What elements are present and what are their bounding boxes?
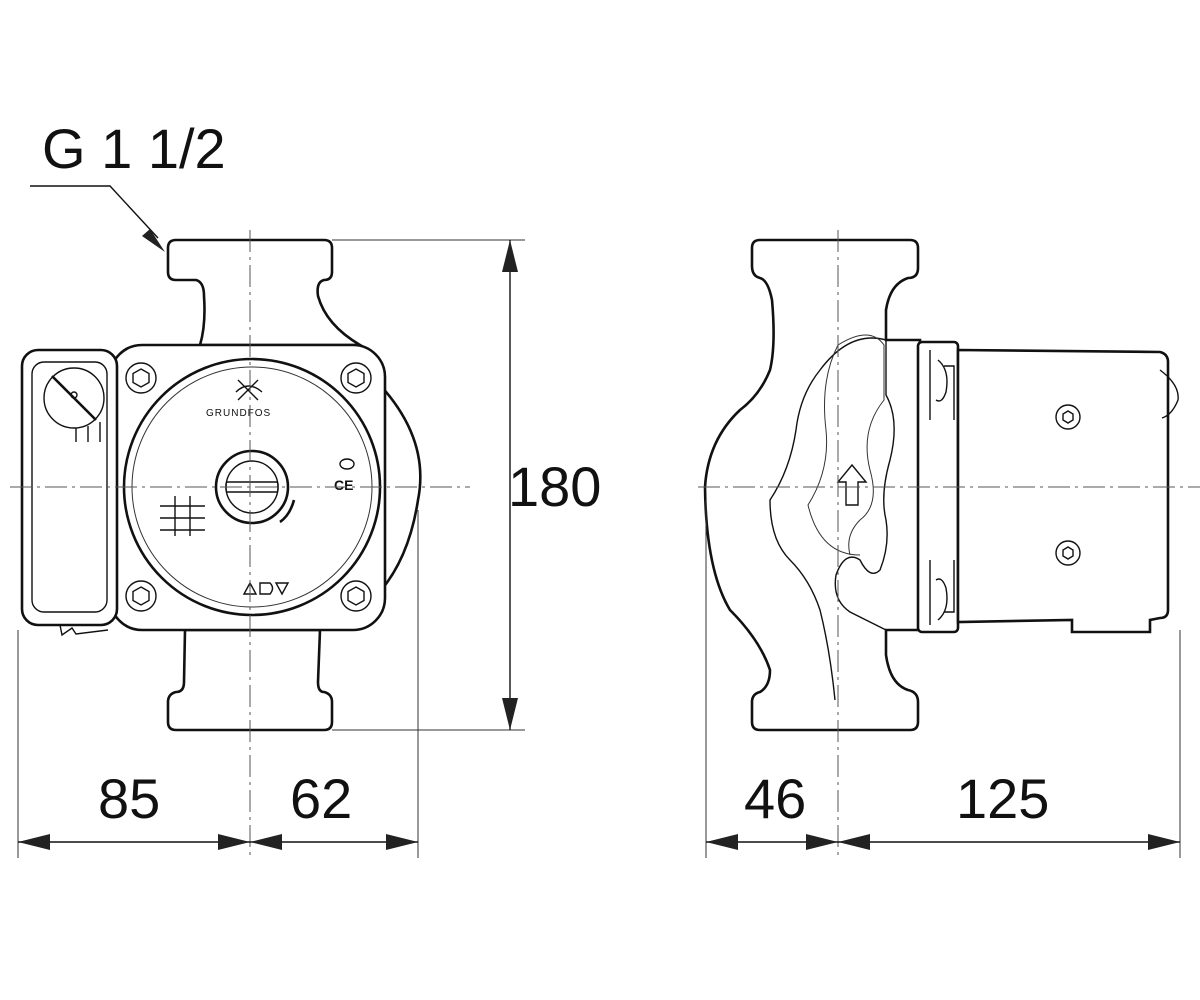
front-center-hub (214, 449, 290, 525)
side-left-width-label: 46 (744, 767, 806, 830)
side-arrow-mid-right (838, 834, 870, 850)
front-view: GRUNDFOS CE (10, 230, 470, 860)
side-right-width-label: 125 (956, 767, 1049, 830)
thread-leader-arrow (142, 229, 165, 252)
side-screw-bottom (1055, 540, 1081, 566)
front-control-knob-pointer (51, 375, 97, 421)
side-motor-end-cap (1159, 369, 1179, 419)
front-arrow-mid-right (250, 834, 282, 850)
side-view (698, 230, 1200, 860)
front-upper-flange (166, 238, 365, 347)
speed-symbol-icon (160, 496, 205, 536)
front-arrow-mid-left (218, 834, 250, 850)
rotation-arrow-icon (279, 499, 296, 524)
front-right-width-label: 62 (290, 767, 352, 830)
brand-text: GRUNDFOS (206, 408, 271, 419)
side-arrow-right (1148, 834, 1180, 850)
dimension-lines: G 1 1/2 180 85 62 46 125 (17, 117, 1181, 858)
front-arrow-right (386, 834, 418, 850)
side-flange-detail-top (929, 350, 955, 420)
front-control-knob (43, 367, 105, 429)
ce-mark: CE (334, 477, 353, 493)
height-arrow-bottom (502, 698, 518, 730)
side-motor-body (956, 348, 1170, 634)
height-label: 180 (508, 455, 601, 518)
side-arrow-left (706, 834, 738, 850)
side-arrow-mid-left (806, 834, 838, 850)
height-arrow-top (502, 240, 518, 272)
ce-circle-icon (339, 458, 355, 470)
front-bolt-bottom-right (340, 580, 372, 612)
front-bolt-bottom-left (125, 580, 157, 612)
front-arrow-left (18, 834, 50, 850)
thread-label: G 1 1/2 (42, 117, 226, 180)
side-pump-housing (703, 238, 922, 732)
thread-leader-line (30, 185, 159, 239)
side-cutaway-contour (769, 337, 895, 701)
side-screw-top (1055, 404, 1081, 430)
front-bolt-top-left (125, 362, 157, 394)
flow-arrow-icon (836, 463, 868, 506)
front-left-width-label: 85 (98, 767, 160, 830)
front-control-box-tab (59, 624, 109, 637)
side-flange-detail-bottom (929, 560, 955, 625)
front-bolt-top-right (340, 362, 372, 394)
grundfos-logo-icon (235, 379, 263, 401)
side-cutaway-fill (807, 334, 885, 556)
front-control-scale-icon (75, 422, 101, 442)
